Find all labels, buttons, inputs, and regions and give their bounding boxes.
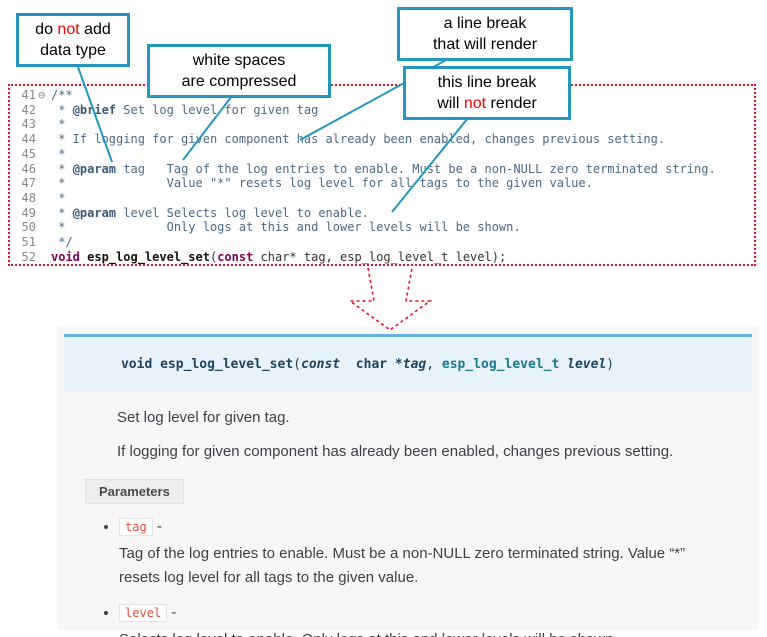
- callout-text: are compressed: [181, 73, 297, 91]
- line-number: 51: [21, 235, 36, 250]
- callout-text: add: [79, 21, 111, 38]
- line-number: 46: [21, 161, 36, 176]
- callout-text-not: not: [57, 21, 80, 38]
- code-line: 45 *: [10, 147, 754, 162]
- comment-text: * Only logs at this and lower levels wil…: [51, 220, 521, 235]
- code-editor-snippet: 41⊖ /** 42 * @brief Set log level for giv…: [8, 84, 756, 266]
- callout-text: will: [437, 95, 464, 113]
- line-number: 42: [21, 102, 36, 117]
- comment-text: tag Tag of the log entries to enable. Mu…: [116, 161, 716, 176]
- callout-text: this line break: [437, 74, 537, 91]
- code-line-declaration: 52 void esp_log_level_set(const char* tag…: [10, 250, 754, 265]
- callout-text: render: [486, 95, 537, 113]
- param-name-chip: tag: [119, 518, 153, 536]
- param-dash: -: [152, 518, 162, 535]
- callout-line-break-renders: a line break that will render: [397, 7, 573, 62]
- sig-return-type: void: [120, 357, 153, 372]
- callout-text: that will render: [432, 36, 538, 54]
- comment-text: * If logging for given component has alr…: [51, 132, 666, 147]
- callout-text: white spaces: [192, 52, 286, 69]
- doc-detail-paragraph: If logging for given component has alrea…: [117, 443, 674, 460]
- declaration-args: char* tag, esp_log_level_t level);: [253, 249, 507, 264]
- callout-text: a line break: [443, 15, 527, 32]
- function-name: esp_log_level_set: [79, 249, 210, 264]
- callout-text: data type: [40, 42, 106, 60]
- code-line: 41⊖ /**: [10, 88, 754, 103]
- parameter-list: tag - Tag of the log entries to enable. …: [103, 518, 759, 637]
- comment-text: *: [51, 146, 66, 161]
- sig-param-level: level: [567, 357, 607, 372]
- fold-marker-icon: ⊖: [38, 88, 46, 102]
- doc-brief-paragraph: Set log level for given tag.: [117, 409, 290, 426]
- comment-text: * Value "*" resets log level for all tag…: [51, 176, 593, 191]
- line-number: 52: [21, 249, 36, 264]
- code-line: 47 * Value "*" resets log level for all …: [10, 176, 754, 191]
- callout-line-break-not-render: this line break will not render: [403, 66, 571, 121]
- code-line: 42 * @brief Set log level for given tag: [10, 103, 754, 118]
- line-number: 41: [21, 88, 36, 102]
- param-description: Tag of the log entries to enable. Must b…: [119, 545, 686, 586]
- parameters-heading: Parameters: [85, 479, 184, 504]
- comment-text: *: [51, 190, 66, 205]
- callout-whitespace-compressed: white spaces are compressed: [147, 44, 331, 99]
- code-line: 50 * Only logs at this and lower levels …: [10, 220, 754, 235]
- line-number: 48: [21, 190, 36, 205]
- line-number: 45: [21, 146, 36, 161]
- comment-text: *: [51, 117, 66, 132]
- comment-text: *: [51, 161, 73, 176]
- sig-punct: ): [606, 357, 615, 372]
- callout-no-data-type: do not add data type: [16, 13, 130, 68]
- sig-punct: ,: [426, 357, 442, 372]
- parameter-item-level: level - Selects log level to enable. Onl…: [119, 604, 727, 637]
- line-number: 49: [21, 205, 36, 220]
- comment-text: *: [51, 102, 73, 117]
- sig-char-type: char *: [340, 357, 403, 372]
- sig-function-name: esp_log_level_set: [152, 357, 294, 372]
- comment-text: *: [51, 205, 73, 220]
- code-line: 51 */: [10, 235, 754, 250]
- keyword-const: const: [217, 249, 254, 264]
- callout-text: do: [35, 21, 58, 38]
- code-line: 43 *: [10, 117, 754, 132]
- sig-const-keyword: const: [301, 357, 341, 372]
- line-number: 44: [21, 132, 36, 147]
- param-description: Selects log level to enable. Only logs a…: [119, 628, 727, 637]
- param-dash: -: [167, 604, 177, 621]
- keyword-void: void: [51, 249, 80, 264]
- sig-param-type: esp_log_level_t: [441, 357, 568, 372]
- punctuation: (: [209, 249, 218, 264]
- comment-text: level Selects log level to enable.: [116, 205, 369, 220]
- flow-arrow: [347, 267, 433, 331]
- doxygen-tag: @param: [72, 205, 117, 220]
- comment-text: */: [51, 235, 73, 250]
- param-name-chip: level: [119, 604, 168, 622]
- doxygen-tag: @param: [72, 161, 117, 176]
- comment-text: Set log level for given tag: [116, 102, 319, 117]
- code-line: 44 * If logging for given component has …: [10, 132, 754, 147]
- line-number: 50: [21, 220, 36, 235]
- code-line: 48 *: [10, 191, 754, 206]
- line-number: 47: [21, 176, 36, 191]
- code-line: 46 * @param tag Tag of the log entries t…: [10, 162, 754, 177]
- parameter-item-tag: tag - Tag of the log entries to enable. …: [119, 518, 727, 590]
- line-number: 43: [21, 117, 36, 132]
- function-signature: void esp_log_level_set(const char *tag, …: [64, 334, 752, 392]
- code-line: 49 * @param level Selects log level to e…: [10, 206, 754, 221]
- doxygen-tag: @brief: [72, 102, 117, 117]
- rendered-docs-panel: void esp_log_level_set(const char *tag, …: [57, 327, 759, 637]
- callout-text-not: not: [463, 95, 487, 113]
- sig-param-tag: tag: [402, 357, 427, 372]
- comment-text: /**: [51, 88, 73, 102]
- sig-punct: (: [293, 357, 301, 372]
